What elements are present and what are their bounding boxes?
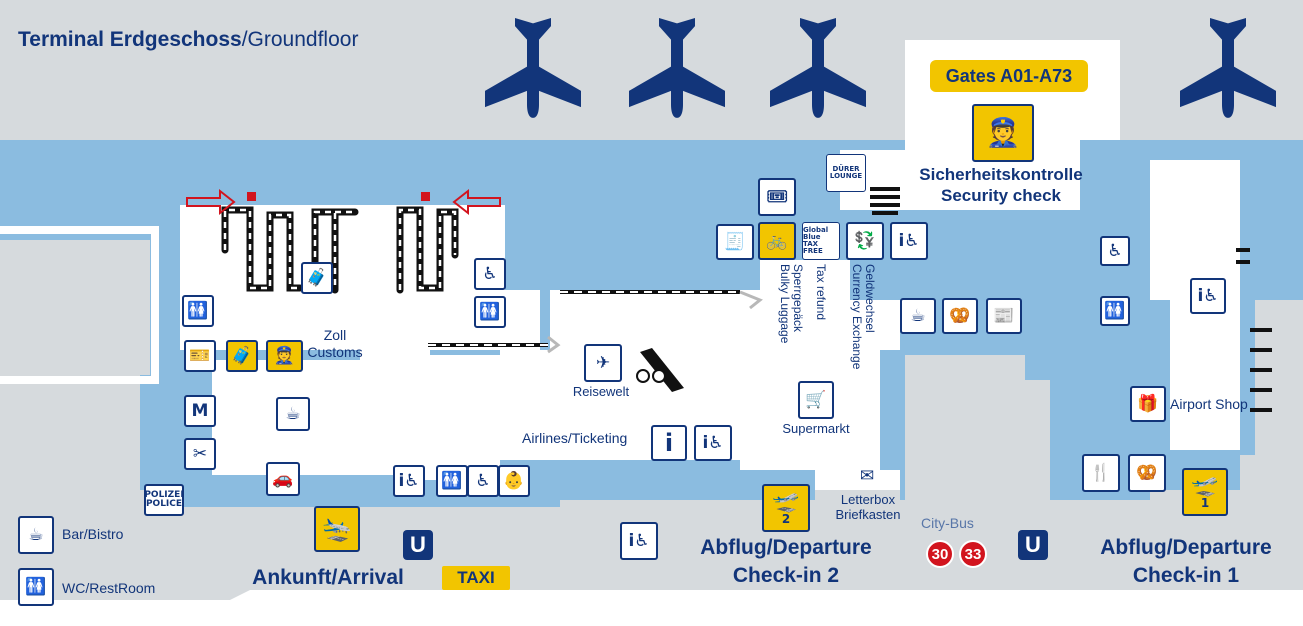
restroom-icon: 🚻: [436, 465, 468, 497]
currency-exchange-icon: 💱: [846, 222, 884, 260]
map-title: Terminal Erdgeschoss/Groundfloor: [18, 28, 359, 51]
letterbox-icon: ✉: [859, 465, 875, 486]
barber-icon: ✂: [184, 438, 216, 470]
customs-officer-icon: 👮: [266, 340, 303, 372]
wheelchair-icon: ♿: [467, 465, 499, 497]
airplane-icons: [485, 17, 1276, 118]
ticket-machine-icon: 🎟: [758, 178, 796, 216]
airport-shop-label: Airport Shop: [1170, 396, 1248, 412]
legend-wc-label: WC/RestRoom: [62, 580, 156, 596]
pillar-circle-2: [652, 369, 666, 383]
lounge-line-1: DÜRER: [832, 165, 860, 173]
grey-block-right: [1255, 300, 1303, 455]
restroom-icon: 🚻: [474, 296, 506, 328]
bulky-luggage-icon: 🚲: [758, 222, 796, 260]
info-wheelchair-icon: i♿: [393, 465, 425, 497]
restroom-icon: 🚻: [18, 568, 54, 606]
queue-barriers-dash: [428, 291, 740, 346]
red-arrow-right: [186, 188, 236, 216]
lounge-sign-icon: DÜRER LOUNGE: [826, 154, 866, 192]
restroom-icon: 🚻: [182, 295, 214, 327]
bus-33-icon: 33: [959, 540, 987, 568]
travel-agency-icon: ✈: [584, 344, 622, 382]
left-grey-block: [0, 240, 150, 375]
wheelchair-icon: ♿: [474, 258, 506, 290]
coffee-cup-icon: ☕: [276, 397, 310, 431]
restaurant-icon: 🍴: [1082, 454, 1120, 492]
arrival-label: Ankunft/Arrival: [252, 566, 404, 589]
airlines-label: Airlines/Ticketing: [522, 430, 628, 446]
red-marker-right: [421, 192, 430, 201]
taxfree-line-2: TAX FREE: [803, 240, 823, 255]
luggage-cart-icon: 🧳: [301, 262, 333, 294]
ubahn-icon: U: [403, 530, 433, 560]
lost-luggage-icon: 🧳: [226, 340, 258, 372]
shopping-cart-icon: 🛒: [798, 381, 834, 419]
wheelchair-icon: ♿: [1100, 236, 1130, 266]
police-sign-icon: POLIZEI POLICE: [144, 484, 184, 516]
grey-block-center-2: [1025, 380, 1050, 500]
security-check-icon: 👮: [972, 104, 1034, 162]
info-wheelchair-icon: i♿: [890, 222, 928, 260]
tax-refund-label: Tax refund: [814, 264, 828, 321]
mcdonalds-icon: M: [184, 395, 216, 427]
left-wall: [0, 226, 159, 384]
legend-bar-label: Bar/Bistro: [62, 526, 124, 542]
red-arrow-left: [452, 188, 501, 216]
arrival-plane-icon: 🛬: [314, 506, 360, 552]
police-line-2: POLICE: [145, 499, 183, 509]
newspaper-icon: 📰: [986, 298, 1022, 334]
info-wheelchair-icon: i♿: [694, 425, 732, 461]
coffee-cup-icon: ☕: [18, 516, 54, 554]
gate-2-number: 2: [781, 512, 791, 526]
bus-30-icon: 30: [926, 540, 954, 568]
info-wheelchair-icon: i♿: [620, 522, 658, 560]
grey-block-center: [905, 355, 1025, 500]
police-line-1: POLIZEI: [144, 490, 184, 500]
departure-plane-icon: 🛫1: [1182, 468, 1228, 516]
right-lanes: [1236, 248, 1272, 412]
reisewelt-label: Reisewelt: [572, 384, 630, 399]
taxfree-line-1: Global Blue: [803, 226, 829, 241]
pretzel-icon: 🥨: [942, 298, 978, 334]
gift-icon: 🎁: [1130, 386, 1166, 422]
white-strip: [815, 470, 900, 490]
restroom-icon: 🚻: [1100, 296, 1130, 326]
gate-1-number: 1: [1200, 496, 1210, 510]
carousel-belts: [223, 208, 457, 290]
ticket-desk-icon: 🧾: [716, 224, 754, 260]
coffee-cup-icon: ☕: [900, 298, 936, 334]
baby-changing-icon: 👶: [498, 465, 530, 497]
lounge-line-2: LOUNGE: [829, 172, 863, 180]
tax-free-icon: Global Blue TAX FREE: [802, 222, 840, 260]
red-marker-left: [247, 192, 256, 201]
departure-plane-icon: 🛫2: [762, 484, 810, 532]
barrier-end-right: [739, 290, 763, 310]
ubahn-icon: U: [1018, 530, 1048, 560]
road-area: [0, 590, 1303, 626]
ticket-icon: 🎫: [184, 340, 216, 372]
pillar-circle-1: [636, 369, 650, 383]
citybus-label: City-Bus: [921, 515, 974, 531]
car-rental-icon: 🚗: [266, 462, 300, 496]
info-wheelchair-icon: i♿: [1190, 278, 1226, 314]
gates-badge: Gates A01-A73: [930, 60, 1088, 92]
info-icon: i: [651, 425, 687, 461]
taxi-badge: TAXI: [442, 566, 510, 590]
barrier-end-left: [547, 335, 561, 354]
security-lanes: [870, 187, 900, 215]
pretzel-icon: 🥨: [1128, 454, 1166, 492]
supermarket-label: Supermarkt: [782, 421, 850, 436]
